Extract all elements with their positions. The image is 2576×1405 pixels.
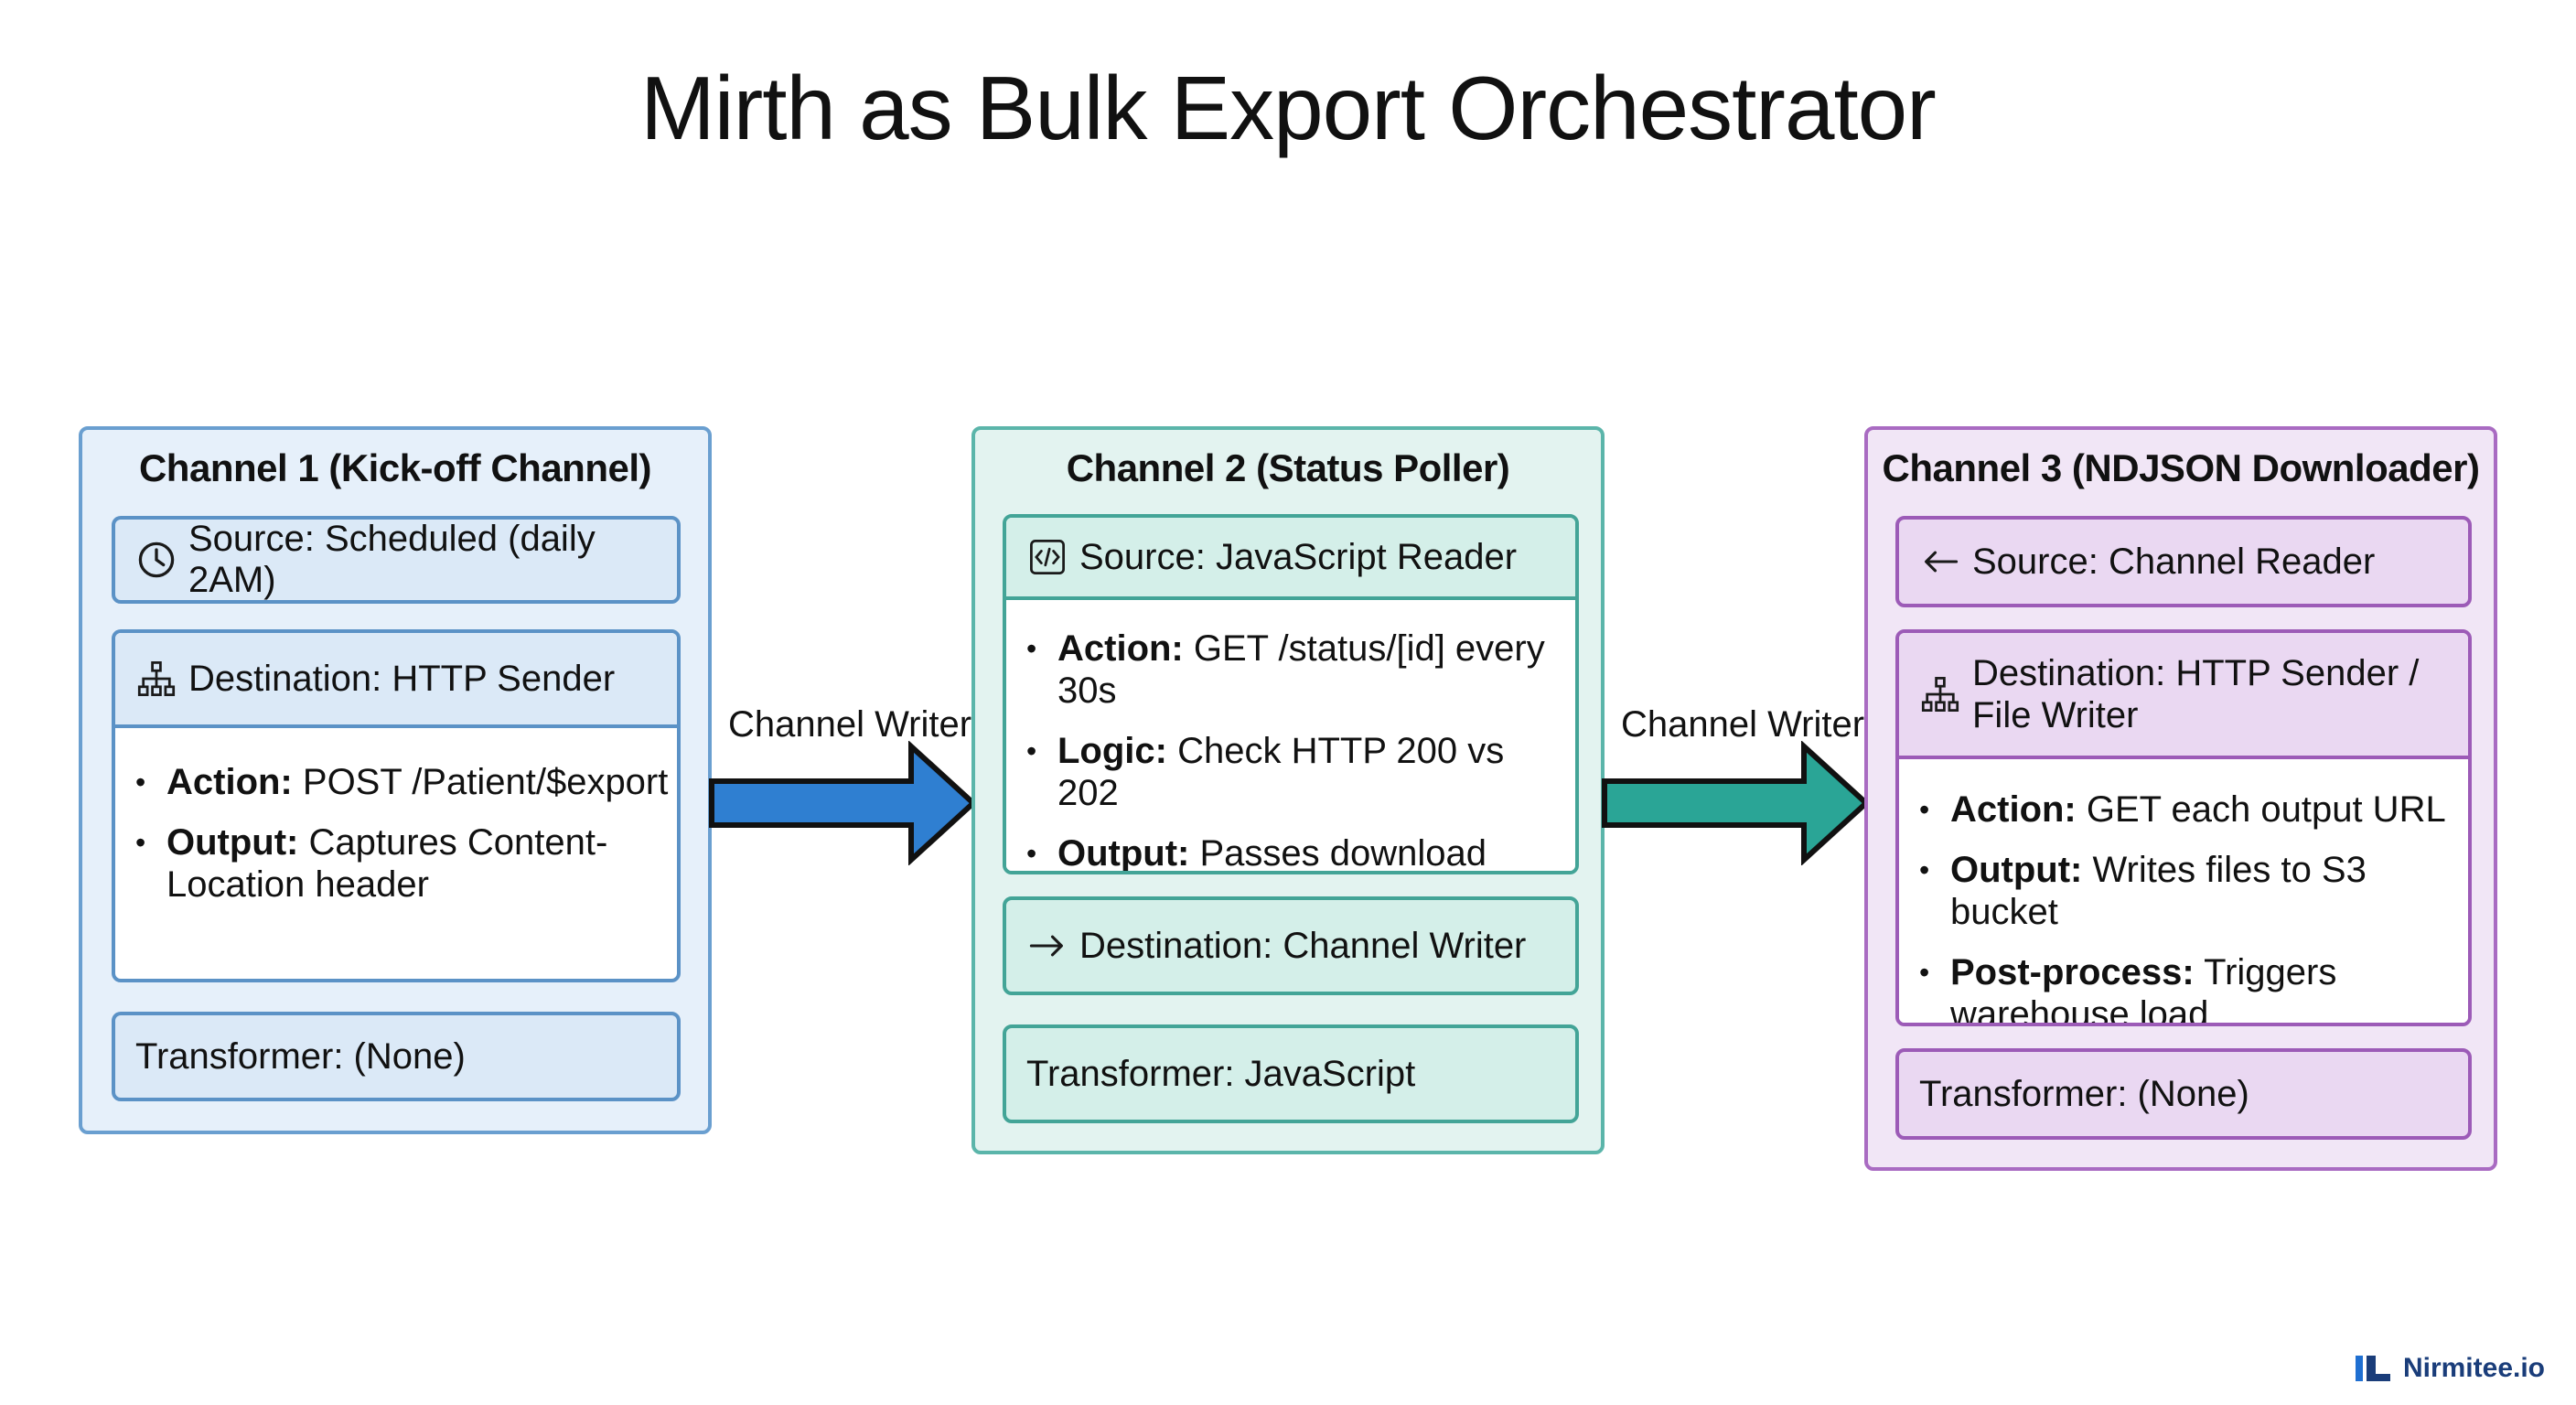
channel-3-transformer-box: Transformer: (None) xyxy=(1895,1048,2472,1140)
channel-3-bullet: Action: GET each output URL xyxy=(1899,788,2468,831)
channel-1-title: Channel 1 (Kick-off Channel) xyxy=(138,446,652,489)
channel-1-destination-box: Destination: HTTP Sender Action: POST /P… xyxy=(112,629,681,982)
nirmitee-logo: Nirmitee.io xyxy=(2354,1352,2545,1385)
channel-3-source-label: Source: Channel Reader xyxy=(1972,541,2376,582)
diagram-title: Mirth as Bulk Export Orchestrator xyxy=(640,58,1937,158)
channel-1-source-label: Source: Scheduled (daily 2AM) xyxy=(188,519,596,600)
channel-2-bullet: Logic: Check HTTP 200 vs 202 xyxy=(1006,730,1575,814)
channel-2-transformer-box: Transformer: JavaScript xyxy=(1003,1024,1579,1123)
channel-2-source-label: Source: JavaScript Reader xyxy=(1079,536,1518,577)
channel-2-source-box: Source: JavaScript Reader Action: GET /s… xyxy=(1003,514,1579,874)
channel-2-card: Channel 2 (Status Poller) Source: JavaSc… xyxy=(971,426,1605,1154)
arrow-left-icon xyxy=(1919,541,1961,583)
channel-3-card: Channel 3 (NDJSON Downloader) Source: Ch… xyxy=(1864,426,2497,1171)
channel-2-destination-label: Destination: Channel Writer xyxy=(1079,925,1527,966)
logo-text: Nirmitee.io xyxy=(2402,1353,2545,1383)
arrow-right-icon xyxy=(1026,925,1068,967)
channel-3-destination-label: Destination: HTTP Sender / File Writer xyxy=(1972,653,2420,735)
arrow-1-label: Channel Writer xyxy=(728,704,972,745)
channel-2-bullet: Output: Passes download URLs to Channel … xyxy=(1006,832,1575,871)
channel-1-transformer-label: Transformer: (None) xyxy=(135,1035,466,1077)
channel-3-source-box: Source: Channel Reader xyxy=(1895,516,2472,607)
channel-3-bullet: Post-process: Triggers warehouse load xyxy=(1899,951,2468,1023)
channel-3-title: Channel 3 (NDJSON Downloader) xyxy=(1882,446,2480,489)
channel-2-destination-box: Destination: Channel Writer xyxy=(1003,896,1579,995)
network-icon xyxy=(1919,673,1961,715)
network-icon xyxy=(135,658,177,700)
channel-1-card: Channel 1 (Kick-off Channel) Source: Sch… xyxy=(79,426,712,1134)
channel-3-bullet: Output: Writes files to S3 bucket xyxy=(1899,849,2468,933)
flow-arrow-2 xyxy=(1602,741,1871,865)
nirmitee-logo-icon xyxy=(2355,1356,2390,1381)
channel-3-transformer-label: Transformer: (None) xyxy=(1919,1073,2249,1114)
flow-arrow-1 xyxy=(709,741,978,865)
code-icon xyxy=(1026,536,1068,578)
channel-3-destination-box: Destination: HTTP Sender / File Writer A… xyxy=(1895,629,2472,1026)
channel-1-bullet: Output: Captures Content-Location header xyxy=(115,821,677,906)
channel-1-destination-label: Destination: HTTP Sender xyxy=(188,658,616,699)
channel-2-bullet: Action: GET /status/[id] every 30s xyxy=(1006,627,1575,712)
clock-icon xyxy=(135,539,177,581)
channel-2-transformer-label: Transformer: JavaScript xyxy=(1026,1053,1416,1094)
arrow-2-label: Channel Writer xyxy=(1621,704,1865,745)
channel-1-transformer-box: Transformer: (None) xyxy=(112,1012,681,1101)
channel-1-source-box: Source: Scheduled (daily 2AM) xyxy=(112,516,681,604)
channel-1-bullet: Action: POST /Patient/$export xyxy=(115,761,677,803)
channel-2-title: Channel 2 (Status Poller) xyxy=(1066,446,1510,489)
